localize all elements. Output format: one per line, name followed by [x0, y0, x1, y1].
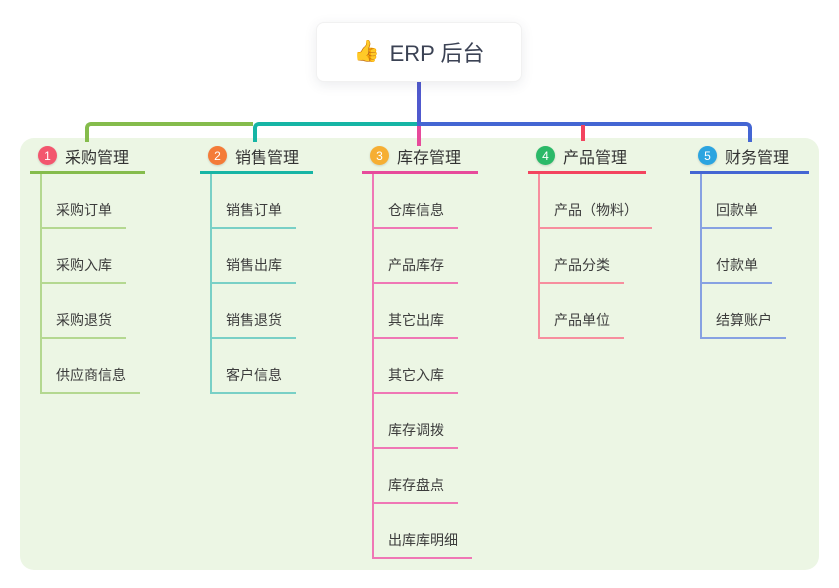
branch-children-connector-line: [372, 174, 374, 559]
sub-item-label: 采购订单: [56, 202, 112, 218]
sub-item-node[interactable]: 仓库信息: [372, 174, 458, 229]
sub-item-label: 结算账户: [716, 312, 772, 328]
sub-item-label: 采购退货: [56, 312, 112, 328]
sub-item-label: 销售订单: [226, 202, 282, 218]
sub-item-node[interactable]: 产品单位: [538, 284, 624, 339]
branch-number-badge: 2: [208, 146, 227, 165]
sub-item-label: 仓库信息: [388, 202, 444, 218]
branch-number-badge: 1: [38, 146, 57, 165]
sub-item-node[interactable]: 付款单: [700, 229, 772, 284]
sub-item-node[interactable]: 回款单: [700, 174, 772, 229]
branch-2-connector: [253, 122, 419, 142]
sub-item-label: 销售出库: [226, 257, 282, 273]
thumbs-up-icon: 👍: [353, 40, 380, 63]
branch-3-connector: [417, 126, 421, 146]
branch-label: 采购管理: [65, 149, 130, 167]
sub-item-node[interactable]: 客户信息: [210, 339, 296, 394]
sub-item-label: 其它出库: [388, 312, 444, 328]
branch: 5 财务管理 回款单付款单结算账户: [690, 140, 809, 339]
branch-children-connector-line: [700, 174, 702, 339]
sub-item-node[interactable]: 其它出库: [372, 284, 458, 339]
sub-item-label: 客户信息: [226, 367, 282, 383]
branch: 3 库存管理 仓库信息产品库存其它出库其它入库库存调拨库存盘点出库库明细: [362, 140, 478, 559]
sub-item-node[interactable]: 采购订单: [40, 174, 126, 229]
branch: 4 产品管理 产品（物料） 产品分类产品单位: [528, 140, 652, 339]
branch-1-connector: [85, 122, 253, 142]
branch: 1 采购管理 采购订单采购入库采购退货供应商信息: [30, 140, 145, 394]
sub-item-label: 供应商信息: [56, 367, 126, 383]
branch-children: 采购订单采购入库采购退货供应商信息: [30, 174, 145, 394]
root-label: ERP 后台: [389, 41, 485, 66]
sub-item-label: 产品库存: [388, 257, 444, 273]
branch: 2 销售管理 销售订单销售出库销售退货客户信息: [200, 140, 313, 394]
branch-children-connector-line: [40, 174, 42, 394]
sub-item-label: 产品（物料）: [554, 202, 638, 218]
root-connector-line: [417, 82, 421, 122]
sub-item-label: 库存盘点: [388, 477, 444, 493]
branch-4-connector: [581, 125, 585, 141]
sub-item-node[interactable]: 供应商信息: [40, 339, 140, 394]
branch-number-badge: 3: [370, 146, 389, 165]
branch-children: 回款单付款单结算账户: [690, 174, 809, 339]
sub-item-label: 销售退货: [226, 312, 282, 328]
sub-item-node[interactable]: 销售出库: [210, 229, 296, 284]
branch-title-node[interactable]: 1 采购管理: [30, 140, 145, 174]
sub-item-node[interactable]: 销售订单: [210, 174, 296, 229]
sub-item-node[interactable]: 结算账户: [700, 284, 786, 339]
sub-item-label: 库存调拨: [388, 422, 444, 438]
sub-item-label: 出库库明细: [388, 532, 458, 548]
sub-item-node[interactable]: 库存盘点: [372, 449, 458, 504]
branch-label: 库存管理: [397, 149, 462, 167]
branch-children-connector-line: [210, 174, 212, 394]
branch-children: 产品（物料） 产品分类产品单位: [528, 174, 652, 339]
sub-item-node[interactable]: 采购退货: [40, 284, 126, 339]
sub-item-node[interactable]: 销售退货: [210, 284, 296, 339]
sub-item-label: 采购入库: [56, 257, 112, 273]
branch-label: 销售管理: [235, 149, 300, 167]
sub-item-label: 其它入库: [388, 367, 444, 383]
sub-item-label: 付款单: [716, 257, 758, 273]
branches-panel: [20, 138, 819, 570]
sub-item-label: 回款单: [716, 202, 758, 218]
branch-title-node[interactable]: 3 库存管理: [362, 140, 478, 174]
sub-item-node[interactable]: 采购入库: [40, 229, 126, 284]
sub-item-node[interactable]: 出库库明细: [372, 504, 472, 559]
branch-children: 仓库信息产品库存其它出库其它入库库存调拨库存盘点出库库明细: [362, 174, 478, 559]
branch-children: 销售订单销售出库销售退货客户信息: [200, 174, 313, 394]
sub-item-node[interactable]: 产品分类: [538, 229, 624, 284]
branch-title-node[interactable]: 2 销售管理: [200, 140, 313, 174]
branch-title-node[interactable]: 5 财务管理: [690, 140, 809, 174]
branch-number-badge: 4: [536, 146, 555, 165]
sub-item-node[interactable]: 库存调拨: [372, 394, 458, 449]
root-node[interactable]: 👍 ERP 后台: [316, 22, 522, 82]
branch-title-node[interactable]: 4 产品管理: [528, 140, 646, 174]
branch-label: 产品管理: [563, 149, 628, 167]
sub-item-node[interactable]: 产品库存: [372, 229, 458, 284]
sub-item-node[interactable]: 其它入库: [372, 339, 458, 394]
branch-children-connector-line: [538, 174, 540, 339]
sub-item-label: 产品分类: [554, 257, 610, 273]
branch-5-connector: [417, 122, 752, 142]
branch-number-badge: 5: [698, 146, 717, 165]
sub-item-label: 产品单位: [554, 312, 610, 328]
branch-label: 财务管理: [725, 149, 790, 167]
sub-item-node[interactable]: 产品（物料）: [538, 174, 652, 229]
